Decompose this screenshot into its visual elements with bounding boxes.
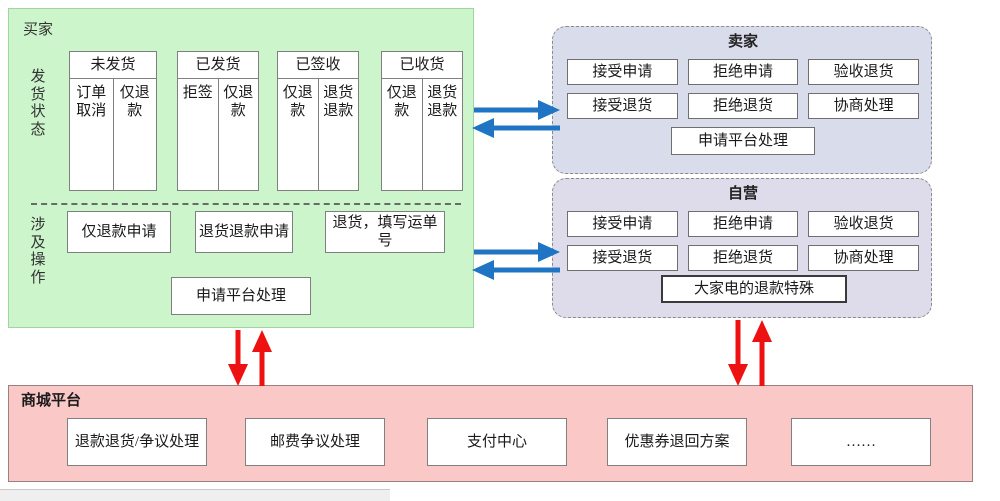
buyer-panel: 买家 发货状态 涉及操作 未发货 订单取消 仅退款 已发货 拒签 仅退款 已签收… xyxy=(8,8,474,328)
status-cell[interactable]: 仅退款 xyxy=(382,79,422,190)
self-action-large-appliance-refund-special[interactable]: 大家电的退款特殊 xyxy=(661,275,847,303)
seller-action-negotiate[interactable]: 协商处理 xyxy=(808,93,919,119)
seller-action-reject-request[interactable]: 拒绝申请 xyxy=(687,59,799,85)
status-column-body: 拒签 仅退款 xyxy=(177,79,259,191)
buyer-op-refund-only-request[interactable]: 仅退款申请 xyxy=(67,211,171,253)
buyer-op-request-platform[interactable]: 申请平台处理 xyxy=(171,277,311,315)
status-column-unshipped: 未发货 订单取消 仅退款 xyxy=(69,51,157,191)
self-action-reject-return[interactable]: 拒绝退货 xyxy=(687,245,799,271)
buyer-shipping-state-label: 发货状态 xyxy=(30,69,46,139)
seller-action-reject-return[interactable]: 拒绝退货 xyxy=(687,93,799,119)
arrow-mall-up-to-self-icon xyxy=(752,320,772,386)
mall-box-refund-return-dispute[interactable]: 退款退货/争议处理 xyxy=(67,418,207,466)
status-column-body: 仅退款 退货退款 xyxy=(381,79,463,191)
seller-action-grid: 接受申请 拒绝申请 验收退货 接受退货 拒绝退货 协商处理 xyxy=(567,59,919,119)
seller-panel-title: 卖家 xyxy=(727,34,758,50)
arrow-seller-to-buyer-icon xyxy=(472,118,560,138)
seller-action-accept-return[interactable]: 接受退货 xyxy=(567,93,678,119)
self-action-accept-request[interactable]: 接受申请 xyxy=(567,211,678,237)
self-operated-action-grid: 接受申请 拒绝申请 验收退货 接受退货 拒绝退货 协商处理 xyxy=(567,211,919,271)
mall-box-shipping-fee-dispute[interactable]: 邮费争议处理 xyxy=(245,418,385,466)
arrow-buyer-to-seller-icon xyxy=(474,100,560,120)
status-column-header: 未发货 xyxy=(69,51,157,79)
self-operated-panel: 自营 接受申请 拒绝申请 验收退货 接受退货 拒绝退货 协商处理 大家电的退款特… xyxy=(552,178,932,318)
buyer-op-return-refund-request[interactable]: 退货退款申请 xyxy=(195,211,293,253)
status-column-signed: 已签收 仅退款 退货退款 xyxy=(277,51,359,191)
self-action-accept-return[interactable]: 接受退货 xyxy=(567,245,678,271)
status-column-header: 已签收 xyxy=(277,51,359,79)
buyer-panel-title: 买家 xyxy=(23,22,54,38)
buyer-op-return-fill-tracking[interactable]: 退货，填写运单号 xyxy=(325,211,445,253)
seller-action-request-platform[interactable]: 申请平台处理 xyxy=(671,127,815,155)
arrow-buyer-down-to-mall-icon xyxy=(228,330,248,386)
seller-action-accept-request[interactable]: 接受申请 xyxy=(567,59,678,85)
arrow-buyer-to-self-icon xyxy=(474,242,560,262)
status-cell[interactable]: 退货退款 xyxy=(317,79,358,190)
status-column-body: 仅退款 退货退款 xyxy=(277,79,359,191)
arrow-mall-up-to-buyer-icon xyxy=(252,330,272,386)
arrow-self-down-to-mall-icon xyxy=(728,320,748,386)
bottom-scroll-strip xyxy=(0,489,390,501)
status-column-shipped: 已发货 拒签 仅退款 xyxy=(177,51,259,191)
self-action-reject-request[interactable]: 拒绝申请 xyxy=(687,211,799,237)
arrow-self-to-buyer-icon xyxy=(472,260,560,280)
seller-panel: 卖家 接受申请 拒绝申请 验收退货 接受退货 拒绝退货 协商处理 申请平台处理 xyxy=(552,26,932,174)
status-cell[interactable]: 退货退款 xyxy=(421,79,462,190)
status-cell[interactable]: 订单取消 xyxy=(70,79,113,190)
status-cell[interactable]: 仅退款 xyxy=(278,79,318,190)
status-cell[interactable]: 仅退款 xyxy=(112,79,156,190)
status-column-header: 已收货 xyxy=(381,51,463,79)
mall-platform-panel: 商城平台 退款退货/争议处理 邮费争议处理 支付中心 优惠券退回方案 …… xyxy=(8,385,973,482)
status-column-body: 订单取消 仅退款 xyxy=(69,79,157,191)
buyer-operations-label: 涉及操作 xyxy=(30,217,46,287)
status-column-received: 已收货 仅退款 退货退款 xyxy=(381,51,463,191)
self-operated-panel-title: 自营 xyxy=(727,186,758,202)
mall-platform-title: 商城平台 xyxy=(21,393,82,409)
status-column-header: 已发货 xyxy=(177,51,259,79)
buyer-section-divider xyxy=(31,203,461,205)
mall-box-payment-center[interactable]: 支付中心 xyxy=(427,418,567,466)
status-cell[interactable]: 拒签 xyxy=(178,79,218,190)
seller-action-inspect-return[interactable]: 验收退货 xyxy=(808,59,919,85)
status-cell[interactable]: 仅退款 xyxy=(217,79,258,190)
self-action-inspect-return[interactable]: 验收退货 xyxy=(808,211,919,237)
self-action-negotiate[interactable]: 协商处理 xyxy=(808,245,919,271)
mall-box-ellipsis[interactable]: …… xyxy=(791,418,931,466)
mall-box-coupon-refund-plan[interactable]: 优惠券退回方案 xyxy=(607,418,747,466)
